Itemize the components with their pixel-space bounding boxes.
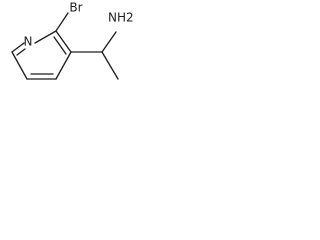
ring-bond-c2-c3-inner: [53, 36, 67, 55]
ring-bond-c3-c4: [55, 51, 72, 80]
molecule-structure: Br N NH2: [11, 1, 134, 80]
bond-ch-methyl: [101, 51, 119, 80]
nh2-atom-label: NH2: [108, 11, 134, 25]
ring-bond-c5-c6: [11, 51, 28, 80]
ring-bond-c6-n-outer: [11, 42, 25, 53]
bond-c2-br: [55, 12, 69, 32]
molecule-canvas: Br N NH2: [0, 0, 166, 115]
ring-bond-n-c2: [34, 30, 57, 44]
ring-bond-c2-c3-outer: [55, 30, 72, 53]
bond-ch-nh2: [101, 31, 117, 53]
ring-n-atom-label: N: [24, 35, 33, 49]
ring-bond-c6-n-inner: [16, 48, 26, 56]
br-atom-label: Br: [69, 1, 82, 15]
